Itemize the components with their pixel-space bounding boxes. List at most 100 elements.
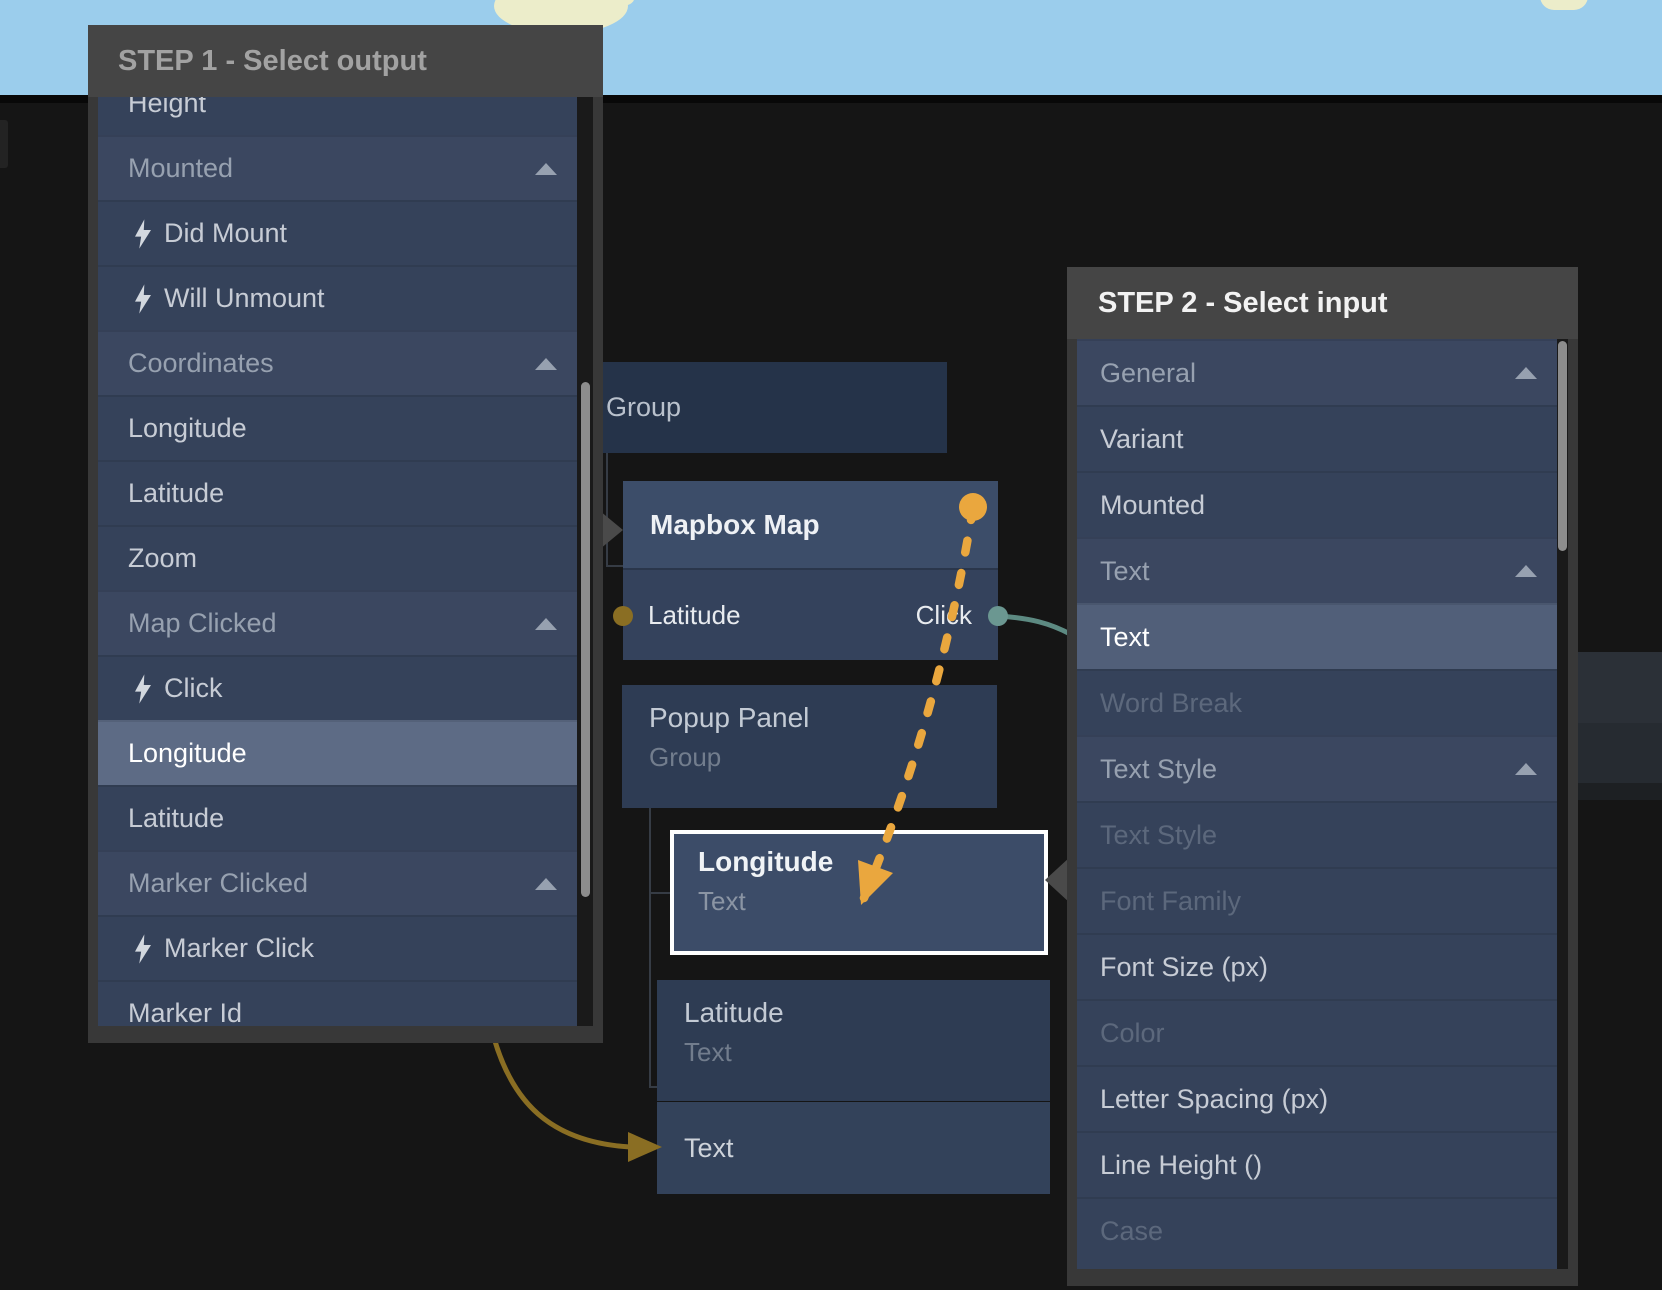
node-text[interactable]: Text [657, 1102, 1050, 1194]
node-longitude-text-selected[interactable]: Longitude Text [670, 830, 1048, 955]
item-label: General [1100, 357, 1197, 388]
step1-item-marker-clicked[interactable]: Marker Clicked [98, 850, 577, 915]
step2-scrollbar-track[interactable] [1557, 339, 1568, 1269]
collapse-triangle-up-icon [535, 357, 557, 370]
partial-node-right-edge[interactable] [1578, 652, 1662, 800]
step2-item-font-size-px[interactable]: Font Size (px) [1077, 933, 1557, 999]
left-edge-tab[interactable] [0, 120, 8, 168]
lightning-bolt-icon [135, 673, 151, 704]
port-label-latitude[interactable]: Latitude [648, 599, 741, 630]
partial-node-row [1578, 783, 1662, 800]
step2-panel-footer [1067, 1269, 1578, 1286]
node-title: Latitude [684, 997, 784, 1028]
node-subtitle: Group [649, 742, 722, 772]
item-label: Color [1100, 1017, 1165, 1048]
step2-item-line-height[interactable]: Line Height () [1077, 1131, 1557, 1197]
item-label: Variant [1100, 423, 1184, 454]
collapse-triangle-up-icon [535, 877, 557, 890]
node-title: Group [606, 392, 682, 422]
step1-item-latitude[interactable]: Latitude [98, 460, 577, 525]
item-label: Coordinates [128, 348, 274, 378]
item-label: Font Size (px) [1100, 951, 1269, 982]
item-label: Marker Clicked [128, 868, 309, 898]
node-title: Mapbox Map [650, 508, 820, 540]
step1-item-zoom[interactable]: Zoom [98, 525, 577, 590]
item-label: Marker Click [164, 933, 315, 963]
port-label-click[interactable]: Click [915, 599, 972, 630]
node-title: Text [684, 1132, 734, 1163]
step1-item-height[interactable]: Height [98, 97, 577, 135]
step2-item-color: Color [1077, 999, 1557, 1065]
item-label: Latitude [128, 803, 225, 833]
item-label: Text [1100, 621, 1150, 652]
item-label: Latitude [128, 478, 225, 508]
collapse-triangle-up-icon [535, 162, 557, 175]
item-label: Text [1100, 555, 1150, 586]
node-group[interactable]: Group [570, 362, 947, 453]
step1-item-marker-click[interactable]: Marker Click [98, 915, 577, 980]
item-label: Did Mount [164, 218, 288, 248]
node-mapbox-map[interactable]: Mapbox Map Latitude Click [623, 481, 998, 660]
step1-item-longitude[interactable]: Longitude [98, 395, 577, 460]
step1-item-did-mount[interactable]: Did Mount [98, 200, 577, 265]
item-label: Longitude [128, 738, 247, 768]
item-label: Font Family [1100, 885, 1242, 916]
step1-scrollbar-thumb[interactable] [581, 382, 590, 897]
step1-panel-header: STEP 1 - Select output [88, 25, 603, 97]
step2-item-font-family: Font Family [1077, 867, 1557, 933]
lightning-bolt-icon [135, 933, 151, 964]
item-label: Marker Id [128, 998, 243, 1026]
step2-item-general[interactable]: General [1077, 339, 1557, 405]
step1-item-longitude[interactable]: Longitude [98, 720, 577, 785]
node-subtitle: Text [684, 1037, 732, 1067]
item-label: Height [128, 97, 207, 118]
node-title: Longitude [698, 846, 834, 877]
node-popup-panel[interactable]: Popup Panel Group [622, 685, 997, 808]
node-title-row: Mapbox Map [623, 481, 998, 568]
node-ports-row: Latitude Click [623, 568, 998, 660]
step1-item-latitude[interactable]: Latitude [98, 785, 577, 850]
step1-item-coordinates[interactable]: Coordinates [98, 330, 577, 395]
step2-item-mounted[interactable]: Mounted [1077, 471, 1557, 537]
partial-node-title-row [1578, 652, 1662, 723]
item-label: Line Height () [1100, 1149, 1263, 1180]
step1-item-click[interactable]: Click [98, 655, 577, 720]
step1-item-map-clicked[interactable]: Map Clicked [98, 590, 577, 655]
map-land-shape [1540, 0, 1588, 10]
step1-scrollbar-track[interactable] [577, 97, 593, 1026]
item-label: Click [164, 673, 223, 703]
node-subtitle: Text [698, 886, 746, 916]
item-label: Case [1100, 1215, 1164, 1246]
lightning-bolt-icon [135, 218, 151, 249]
step2-scrollbar-thumb[interactable] [1558, 341, 1567, 551]
connection-curve-teal [997, 613, 1074, 638]
toolbar-divider [0, 95, 1662, 103]
step2-item-word-break: Word Break [1077, 669, 1557, 735]
step2-item-text[interactable]: Text [1077, 603, 1557, 669]
item-label: Word Break [1100, 687, 1243, 718]
step2-panel-title: STEP 2 - Select input [1098, 286, 1388, 319]
node-latitude-text[interactable]: Latitude Text [657, 980, 1050, 1101]
step2-item-text-style[interactable]: Text Style [1077, 735, 1557, 801]
step1-item-will-unmount[interactable]: Will Unmount [98, 265, 577, 330]
connection-curve-olive [491, 1037, 631, 1150]
step2-item-text-style: Text Style [1077, 801, 1557, 867]
item-label: Will Unmount [164, 283, 325, 313]
lightning-bolt-icon [135, 283, 151, 314]
item-label: Mounted [1100, 489, 1206, 520]
step2-item-text[interactable]: Text [1077, 537, 1557, 603]
step2-item-variant[interactable]: Variant [1077, 405, 1557, 471]
step1-panel-footer [88, 1026, 603, 1043]
step1-panel-title: STEP 1 - Select output [118, 44, 427, 77]
step2-item-letter-spacing-px[interactable]: Letter Spacing (px) [1077, 1065, 1557, 1131]
step1-item-mounted[interactable]: Mounted [98, 135, 577, 200]
step1-item-marker-id[interactable]: Marker Id [98, 980, 577, 1026]
item-label: Text Style [1100, 819, 1218, 850]
map-land-shape [608, 0, 634, 6]
